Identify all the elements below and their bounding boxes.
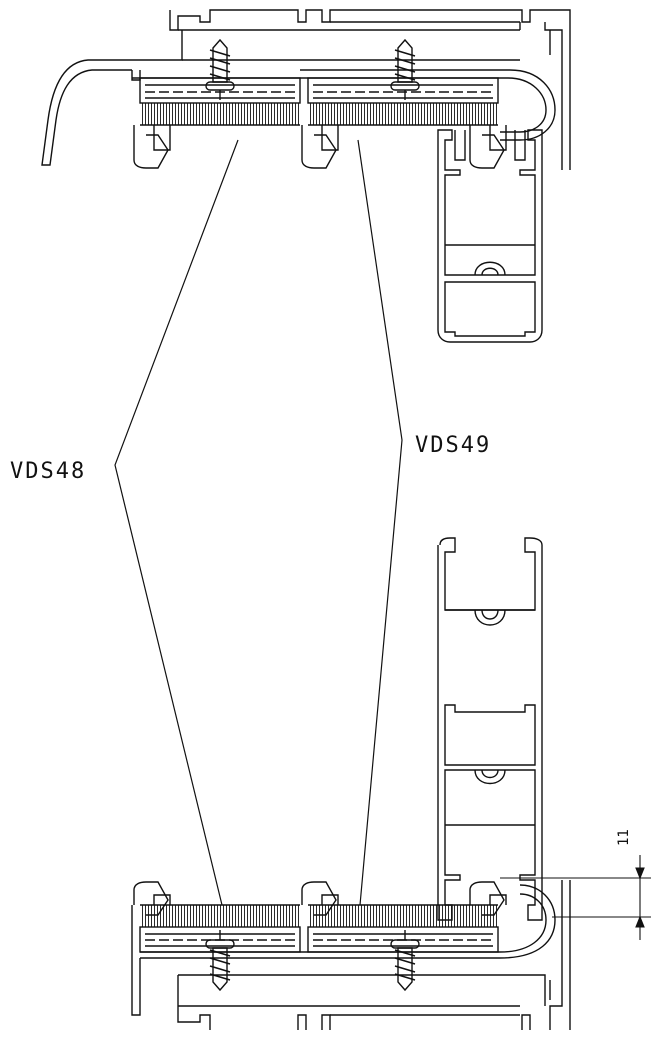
top-frame-profile [41,9,571,170]
label-vds49: VDS49 [415,433,491,458]
label-vds48: VDS48 [10,459,86,484]
bottom-screw-left [205,930,235,992]
bottom-frame-profile [131,880,571,1030]
top-clips [133,125,507,169]
top-screw-left [205,38,235,100]
leader-lines [114,139,403,906]
top-brush-seal-right [307,77,499,126]
top-sash-profile [437,129,543,343]
dimension-11 [500,855,651,940]
bottom-sash-profile [437,537,543,921]
top-brush-seal-left [139,77,301,126]
bottom-brush-seal-right [307,904,499,953]
bottom-clips [133,881,507,916]
dimension-label: 11 [616,829,632,846]
bottom-brush-seal-left [139,904,301,953]
bottom-screw-right [390,930,420,992]
top-screw-right [390,38,420,100]
